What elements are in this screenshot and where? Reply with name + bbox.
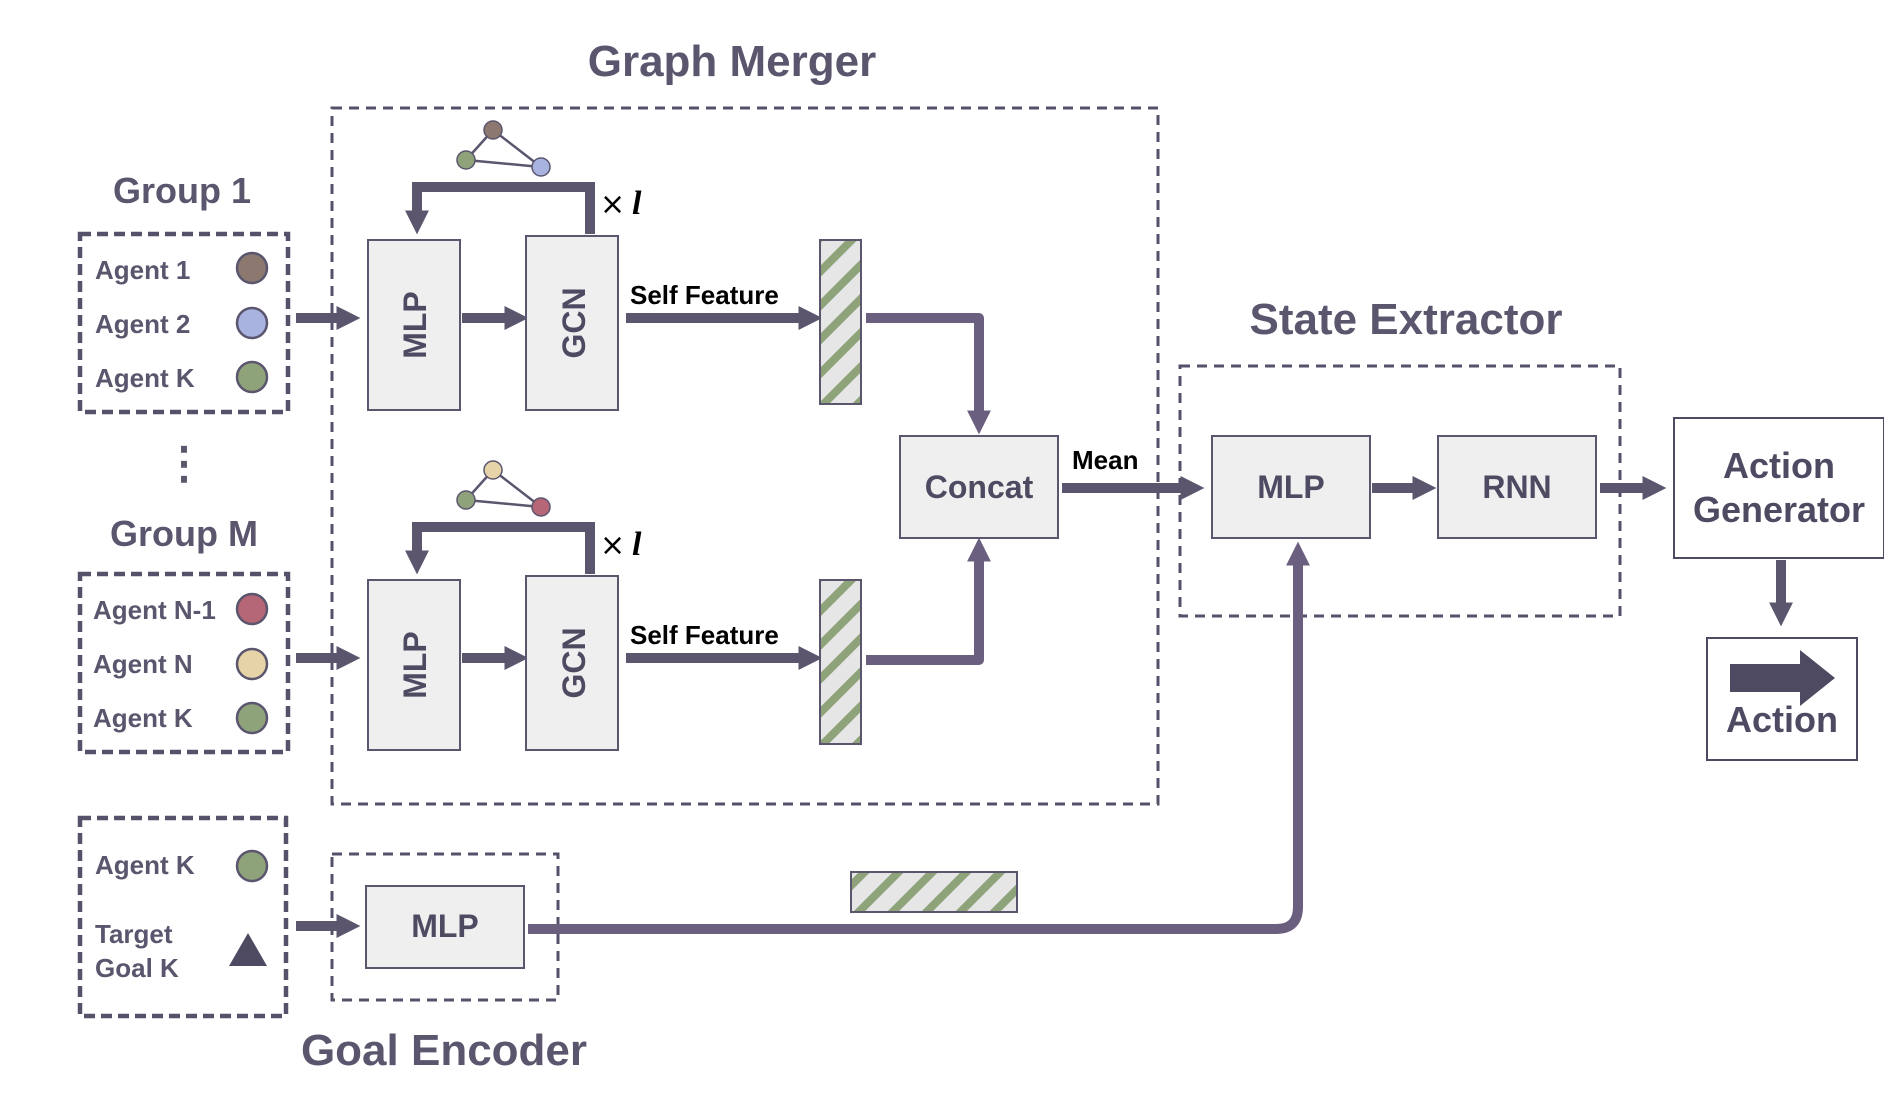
goal-feature-arrow [528, 541, 1311, 934]
action-generator-label-line2: Generator [1693, 489, 1865, 530]
upper-layers-symbol: l [632, 185, 642, 222]
rnn-label: RNN [1482, 469, 1551, 505]
state-mlp-block [1211, 435, 1371, 539]
upper-times-symbol: × [600, 187, 625, 222]
group1-agentk-label: Agent K [95, 363, 195, 393]
groupm-agentn1-label: Agent N-1 [93, 595, 216, 625]
group1-box [77, 231, 291, 415]
goal-encoder-title: Goal Encoder [301, 1026, 587, 1075]
graph-merger-frame [330, 106, 1160, 806]
groupm-agentn-label: Agent N [93, 649, 193, 679]
agent2-circle-icon [235, 306, 269, 340]
lower-gcn-block [525, 575, 619, 751]
lower-concat-arrow [866, 537, 992, 665]
groupm-agentk-label: Agent K [93, 703, 193, 733]
upper-gcn-loop-arrow [404, 182, 595, 235]
lower-layers-symbol: l [632, 526, 642, 563]
goal-mlp-block [365, 885, 525, 969]
goal-agentk-label: Agent K [95, 850, 195, 880]
lower-mlp-label: MLP [397, 631, 433, 699]
upper-mlp-label: MLP [397, 291, 433, 359]
goal-input-box [77, 815, 289, 1019]
group-ellipsis: ⋮ [162, 439, 206, 488]
upper-feature-vector [819, 239, 862, 405]
group1-agent1-label: Agent 1 [95, 255, 190, 285]
action-generator-block [1673, 417, 1884, 559]
lower-gcn-label: GCN [556, 627, 592, 698]
action-generator-label-line1: Action [1723, 445, 1835, 486]
group1-agent2-label: Agent 2 [95, 309, 190, 339]
lower-self-feature-label: Self Feature [630, 620, 779, 650]
target-triangle-icon [229, 933, 267, 966]
agentn1-circle-icon [235, 592, 269, 626]
upper-self-feature-label: Self Feature [630, 280, 779, 310]
lower-feature-vector [819, 579, 862, 745]
rnn-block [1437, 435, 1597, 539]
groupm-box [77, 571, 291, 755]
lower-gcn-loop-arrow [404, 522, 595, 575]
state-mlp-label: MLP [1257, 469, 1325, 505]
goal-agentk-circle-icon [235, 849, 269, 883]
target-goal-label-line1: Target [95, 919, 173, 949]
lower-graph-icon [456, 460, 551, 517]
state-extractor-title: State Extractor [1249, 295, 1562, 344]
group1-title: Group 1 [113, 170, 251, 211]
upper-concat-arrow [866, 313, 992, 435]
lower-mlp-block [367, 579, 461, 751]
target-goal-label-line2: Goal K [95, 953, 179, 983]
agentk-circle-icon [235, 360, 269, 394]
graph-merger-title: Graph Merger [588, 37, 877, 86]
groupm-title: Group M [110, 513, 258, 554]
goal-mlp-label: MLP [411, 908, 479, 944]
action-label: Action [1726, 699, 1838, 740]
mean-label: Mean [1072, 445, 1138, 475]
upper-graph-icon [456, 120, 551, 177]
concat-label: Concat [925, 469, 1034, 505]
concat-block [899, 435, 1059, 539]
upper-mlp-block [367, 239, 461, 411]
action-block [1706, 637, 1858, 761]
upper-gcn-block [525, 235, 619, 411]
lower-times-symbol: × [600, 528, 625, 563]
goal-feature-vector [850, 871, 1018, 913]
agent1-circle-icon [235, 251, 269, 285]
agentk-circle-icon [235, 701, 269, 735]
agentn-circle-icon [235, 647, 269, 681]
action-arrow-icon [1730, 650, 1835, 706]
upper-gcn-label: GCN [556, 287, 592, 358]
